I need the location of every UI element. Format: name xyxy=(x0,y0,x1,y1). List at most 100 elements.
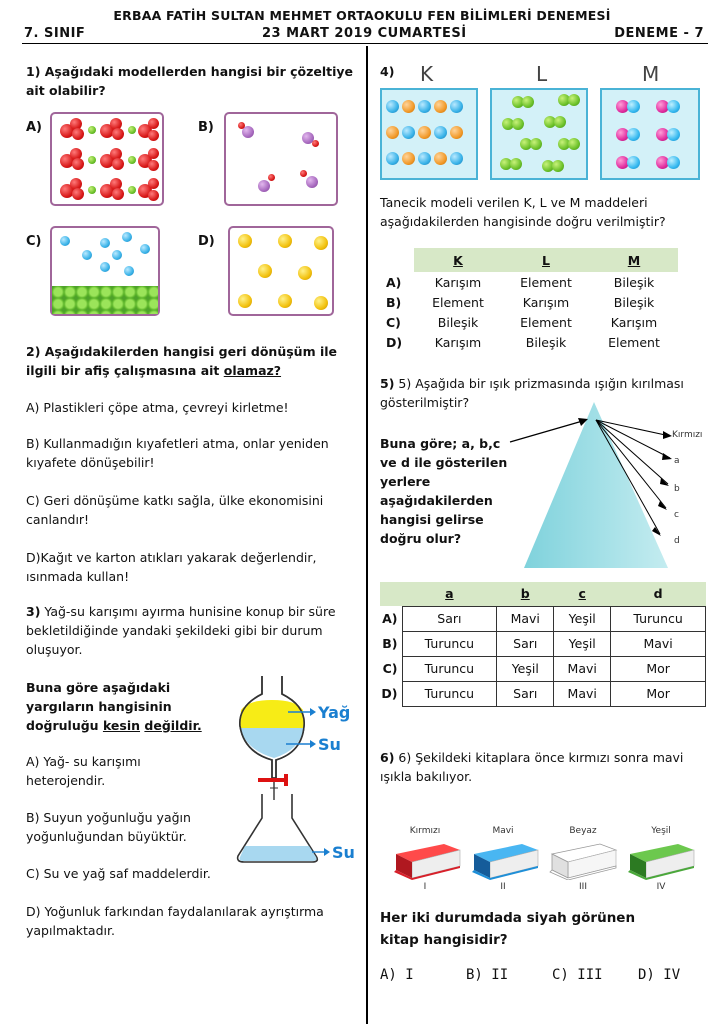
q6-text: 6) 6) Şekildeki kitaplara önce kırmızı s… xyxy=(380,750,684,784)
row-label: A) xyxy=(380,272,414,292)
q4-label-m: M xyxy=(642,62,660,86)
books-illustration: Kırmızı Mavi Beyaz Yeşil I II xyxy=(386,826,702,896)
table-cell: Bileşik xyxy=(613,294,655,310)
q4-header-k: K xyxy=(414,248,502,272)
q3-option-d: D) Yoğunluk farkından faydalanılarak ayr… xyxy=(26,904,324,938)
table-cell: Turuncu xyxy=(610,605,706,632)
table-cell: Karışım xyxy=(522,294,570,310)
q2-text: 2) Aşağıdakilerden hangisi geri dönüşüm … xyxy=(26,342,356,380)
table-cell: Karışım xyxy=(610,314,658,330)
row-label: D) xyxy=(380,332,414,352)
q2-text-emph: olamaz? xyxy=(223,363,282,378)
table-cell: Karışım xyxy=(434,274,482,290)
q3-option-c: C) Su ve yağ saf maddelerdir. xyxy=(26,866,211,881)
q5-text-body: 5) Aşağıda bir ışık prizmasında ışığın k… xyxy=(380,376,684,410)
grade-label: 7. SINIF xyxy=(24,26,86,41)
table-cell: Bileşik xyxy=(437,314,479,330)
q1-option-d-label: D) xyxy=(198,234,215,249)
q6-answer-a[interactable]: A) I xyxy=(380,967,414,983)
q6-answer-c[interactable]: C) III xyxy=(552,967,603,983)
table-cell: Mor xyxy=(610,680,706,707)
row-label: B) xyxy=(382,636,398,651)
q4-answer-table: K L M A) Karışım Element Bileşik B) Elem… xyxy=(380,248,678,352)
table-cell: Turuncu xyxy=(401,680,498,707)
q1-model-c-solid xyxy=(52,286,158,314)
table-row: C) Bileşik Element Karışım xyxy=(380,312,678,332)
book-3-number: III xyxy=(579,882,587,892)
table-cell: Bileşik xyxy=(613,274,655,290)
table-cell: Mor xyxy=(610,655,706,682)
table-row: A) Karışım Element Bileşik xyxy=(380,272,678,292)
table-row: D) Karışım Bileşik Element xyxy=(380,332,678,352)
book-1-name: Kırmızı xyxy=(409,826,441,836)
q1-model-d xyxy=(228,226,334,316)
q3-option-a: A) Yağ- su karışımı heterojendir. xyxy=(26,754,141,788)
q6-question: Her iki durumdada siyah görünen kitap ha… xyxy=(380,910,636,948)
q5-table-header: a b c d xyxy=(380,582,706,606)
book-4 xyxy=(628,844,695,880)
label-water-bottom: Su xyxy=(332,843,355,862)
q1-option-a-label: A) xyxy=(26,120,43,135)
q2-option-c: C) Geri dönüşüme katkı sağla, ülke ekono… xyxy=(26,493,324,527)
book-3-name: Beyaz xyxy=(569,826,597,836)
q5-header-b: b xyxy=(496,582,554,606)
table-cell: Yeşil xyxy=(496,655,555,682)
q3-question-main: Buna göre aşağıdaki yargıların hangisini… xyxy=(26,680,172,733)
q5-question: Buna göre; a, b,c ve d ile gösterilen ye… xyxy=(380,436,508,546)
row-label: B) xyxy=(380,292,414,312)
book-1 xyxy=(394,844,461,880)
q4-number: 4) xyxy=(380,64,395,79)
q2-option-b: B) Kullanmadığın kıyafetleri atma, onlar… xyxy=(26,436,329,470)
q6-answer-b[interactable]: B) II xyxy=(466,967,509,983)
q5-header-c: c xyxy=(553,582,611,606)
q3-number: 3) xyxy=(26,604,41,619)
q4-label-l: L xyxy=(536,62,548,86)
table-cell: Yeşil xyxy=(553,605,612,632)
table-cell: Element xyxy=(520,274,572,290)
q4-model-m xyxy=(600,88,700,180)
book-2-name: Mavi xyxy=(492,826,514,836)
table-row: B) Turuncu Sarı Yeşil Mavi xyxy=(380,630,706,657)
q4-label-k: K xyxy=(420,62,434,86)
table-cell: Bileşik xyxy=(525,334,567,350)
table-row: C) Turuncu Yeşil Mavi Mor xyxy=(380,655,706,682)
label-water-top: Su xyxy=(318,735,341,754)
table-cell: Mavi xyxy=(496,605,555,632)
q5-text: 5) 5) Aşağıda bir ışık prizmasında ışığı… xyxy=(380,376,684,410)
book-3 xyxy=(549,843,618,880)
ray-label-d: d xyxy=(674,536,680,546)
exam-date: 23 MART 2019 CUMARTESİ xyxy=(262,26,467,41)
table-cell: Karışım xyxy=(434,334,482,350)
book-4-name: Yeşil xyxy=(651,826,671,836)
q2-option-d: D)Kağıt ve karton atıkları yakarak değer… xyxy=(26,550,317,584)
exam-title: ERBAA FATİH SULTAN MEHMET ORTAOKULU FEN … xyxy=(113,8,611,23)
book-4-number: IV xyxy=(656,882,666,892)
table-cell: Turuncu xyxy=(401,630,498,657)
q5-header-d: d xyxy=(610,582,706,606)
q4-model-k xyxy=(380,88,478,180)
table-cell: Mavi xyxy=(553,680,612,707)
q3-question-emph1: kesin xyxy=(102,718,141,733)
q5-answer-table: a b c d A) Sarı Mavi Yeşil Turuncu B) Tu… xyxy=(380,582,706,707)
q2-text-main: 2) Aşağıdakilerden hangisi geri dönüşüm … xyxy=(26,344,337,378)
ray-label-a: a xyxy=(674,456,680,466)
table-cell: Mavi xyxy=(553,655,612,682)
q6-answer-d[interactable]: D) IV xyxy=(638,967,681,983)
q1-model-a xyxy=(50,112,164,206)
books-svg xyxy=(394,843,695,880)
ray-label-c: c xyxy=(674,510,679,520)
header-divider xyxy=(22,43,708,44)
separatory-funnel-diagram xyxy=(236,676,330,863)
book-2 xyxy=(472,844,539,880)
q4-text: Tanecik modeli verilen K, L ve M maddele… xyxy=(380,195,666,229)
q3-question-emph2: değildir. xyxy=(144,718,202,733)
q5-header-a: a xyxy=(402,582,497,606)
q4-table-header: K L M xyxy=(380,248,678,272)
table-cell: Sarı xyxy=(496,680,555,707)
q3-option-b: B) Suyun yoğunluğu yağın yoğunluğundan b… xyxy=(26,810,191,844)
q1-option-b-label: B) xyxy=(198,120,214,135)
table-cell: Element xyxy=(608,334,660,350)
row-label: C) xyxy=(382,661,398,676)
q3-question: Buna göre aşağıdaki yargıların hangisini… xyxy=(26,678,232,735)
q1-option-c-label: C) xyxy=(26,234,42,249)
